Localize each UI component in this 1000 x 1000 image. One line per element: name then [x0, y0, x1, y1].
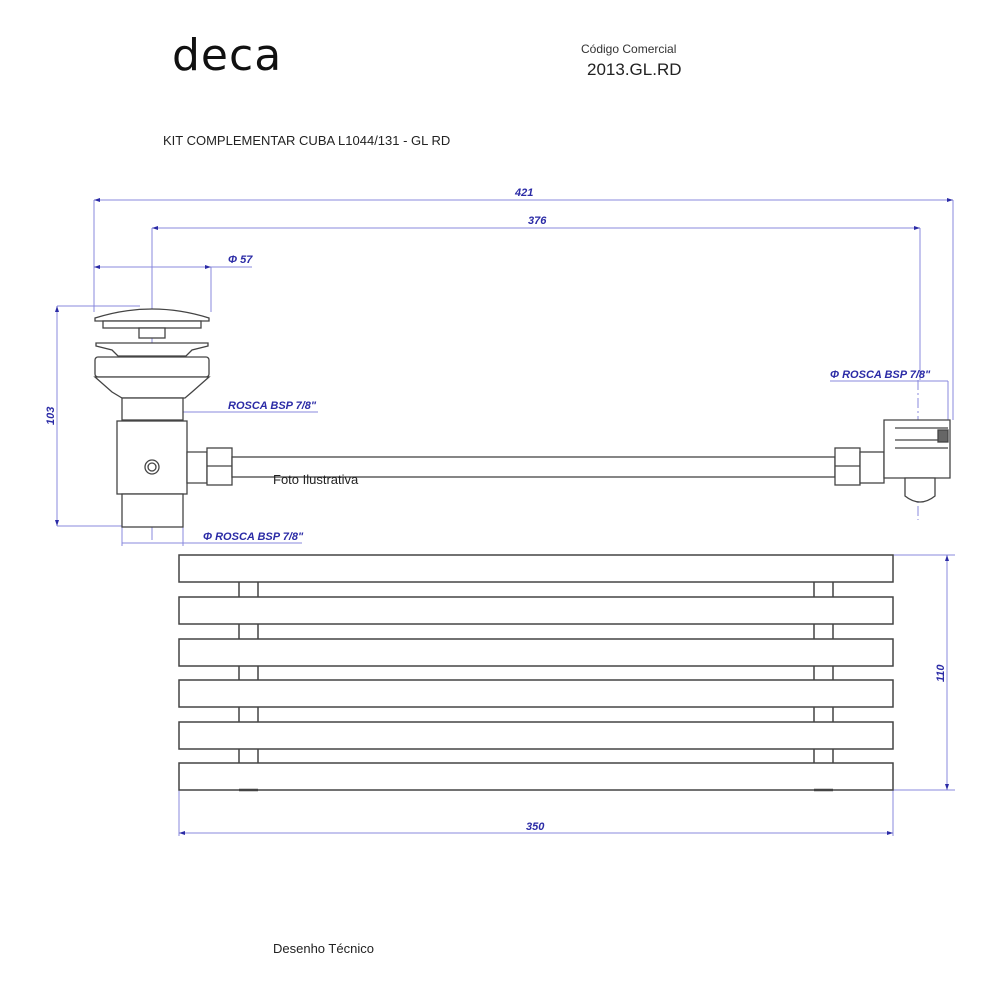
dim-drain-diameter: Φ 57	[228, 254, 253, 266]
product-title: KIT COMPLEMENTAR CUBA L1044/131 - GL RD	[163, 133, 451, 148]
photo-caption: Foto Ilustrativa	[273, 472, 359, 487]
code-label: Código Comercial	[581, 42, 677, 56]
dim-rack-height: 110	[935, 664, 947, 682]
dim-thread-right: Φ ROSCA BSP 7/8"	[830, 369, 931, 381]
dim-overall-length: 421	[514, 187, 533, 199]
arrowheads	[55, 198, 953, 835]
dim-rack-width: 350	[526, 821, 545, 833]
dim-thread-lower: Φ ROSCA BSP 7/8"	[203, 531, 304, 543]
drain-valve-drawing	[93, 308, 951, 528]
drawing-caption: Desenho Técnico	[273, 941, 374, 956]
dim-pipe-length: 376	[528, 215, 547, 227]
towel-rack-drawing	[178, 554, 894, 792]
dim-drain-height: 103	[45, 407, 57, 425]
code-value: 2013.GL.RD	[587, 60, 682, 79]
brand-logo: DECA	[172, 30, 283, 81]
dim-thread-upper: ROSCA BSP 7/8"	[228, 400, 317, 412]
